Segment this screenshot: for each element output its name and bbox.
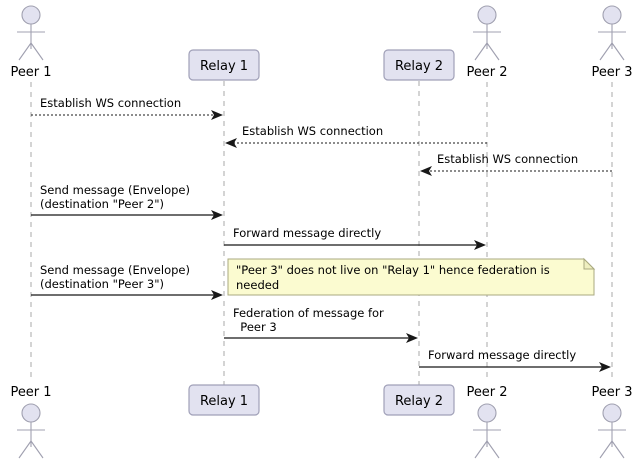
participant-box-relay1-bottom[interactable]: [188, 384, 260, 416]
participant-footer-relay2[interactable]: Relay 2: [383, 384, 455, 416]
message-1-arrowhead: [211, 110, 223, 120]
note-federation-body: [227, 258, 595, 296]
message-8-arrowhead: [599, 362, 611, 372]
participant-label-peer2-bottom: Peer 2: [466, 385, 507, 400]
note-federation-line2: needed: [236, 278, 279, 292]
participant-label-relay1-top: Relay 1: [200, 59, 248, 74]
message-4-arrowhead: [211, 210, 223, 220]
message-5[interactable]: Forward message directly: [224, 226, 486, 250]
participant-header-relay2[interactable]: Relay 2: [383, 49, 455, 81]
message-1-label: Establish WS connection: [40, 96, 181, 110]
participant-footer-relay1[interactable]: Relay 1: [188, 384, 260, 416]
message-6-label-line2: (destination "Peer 3"): [40, 277, 164, 291]
message-2-label: Establish WS connection: [242, 124, 383, 138]
participant-label-relay2-top: Relay 2: [395, 59, 443, 74]
message-7-arrowhead: [406, 333, 418, 343]
actor-icon-peer2: [473, 5, 501, 61]
participant-footer-peer1[interactable]: Peer 1: [10, 385, 52, 459]
message-4-label-line1: Send message (Envelope): [40, 183, 190, 197]
participant-label-peer3-top: Peer 3: [591, 65, 632, 80]
message-6-arrowhead: [211, 290, 223, 300]
participant-label-peer1-bottom: Peer 1: [10, 385, 51, 400]
message-4-label-line2: (destination "Peer 2"): [40, 197, 164, 211]
participant-header-peer2[interactable]: Peer 2: [466, 5, 508, 80]
participant-header-peer3[interactable]: Peer 3: [591, 5, 633, 80]
participant-box-relay2-bottom[interactable]: [383, 384, 455, 416]
participant-footer-peer2[interactable]: Peer 2: [466, 385, 508, 459]
actor-icon-peer3-bottom: [598, 403, 626, 459]
participant-box-relay1-top[interactable]: [188, 49, 260, 81]
actor-icon-peer1: [17, 5, 45, 61]
message-5-label: Forward message directly: [233, 226, 381, 240]
participant-box-relay2-top[interactable]: [383, 49, 455, 81]
message-4[interactable]: Send message (Envelope) (destination "Pe…: [31, 183, 223, 220]
participant-label-peer1-top: Peer 1: [10, 65, 51, 80]
participant-label-peer3-bottom: Peer 3: [591, 385, 632, 400]
message-2-arrowhead: [225, 138, 237, 148]
participant-header-peer1[interactable]: Peer 1: [10, 5, 52, 80]
message-5-arrowhead: [474, 240, 486, 250]
message-7-label-line1: Federation of message for: [233, 306, 384, 320]
note-federation-fold: [583, 257, 596, 270]
message-3-arrowhead: [420, 166, 432, 176]
message-2[interactable]: Establish WS connection: [225, 124, 487, 148]
actor-icon-peer2-bottom: [473, 403, 501, 459]
message-3-label: Establish WS connection: [437, 152, 578, 166]
participant-label-relay1-bottom: Relay 1: [200, 394, 248, 409]
message-6-label-line1: Send message (Envelope): [40, 263, 190, 277]
message-7-label-line2: Peer 3: [233, 320, 277, 334]
note-federation: "Peer 3" does not live on "Relay 1" henc…: [227, 257, 596, 296]
participant-header-relay1[interactable]: Relay 1: [188, 49, 260, 81]
actor-icon-peer3: [598, 5, 626, 61]
participant-label-relay2-bottom: Relay 2: [395, 394, 443, 409]
message-8[interactable]: Forward message directly: [419, 348, 611, 372]
message-3[interactable]: Establish WS connection: [420, 152, 612, 176]
actor-icon-peer1-bottom: [17, 403, 45, 459]
note-federation-line1: "Peer 3" does not live on "Relay 1" henc…: [236, 263, 550, 277]
participant-label-peer2-top: Peer 2: [466, 65, 507, 80]
message-8-label: Forward message directly: [428, 348, 576, 362]
participant-footer-peer3[interactable]: Peer 3: [591, 385, 633, 459]
message-7[interactable]: Federation of message for Peer 3: [224, 306, 418, 343]
message-6[interactable]: Send message (Envelope) (destination "Pe…: [31, 263, 223, 300]
lifelines-group: [30, 81, 613, 386]
message-1[interactable]: Establish WS connection: [31, 96, 223, 120]
